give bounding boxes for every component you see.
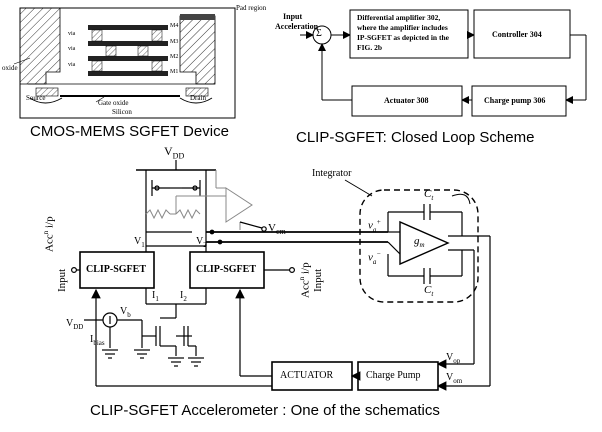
label-sum: Σ xyxy=(316,28,322,39)
label-drain: Drain xyxy=(190,94,206,102)
label-v2: V2 xyxy=(196,236,207,249)
label-controller: Controller 304 xyxy=(492,30,542,39)
label-vop: Vop xyxy=(446,352,461,365)
label-input-right: Input xyxy=(312,268,324,292)
label-clip-left: CLIP-SGFET xyxy=(86,264,147,275)
actuator-block xyxy=(351,85,463,117)
label-actuator-box: ACTUATOR xyxy=(280,370,334,381)
label-v1: V1 xyxy=(134,236,145,249)
controller-block xyxy=(473,9,571,59)
diff-amp-line-1: Differential amplifier 302, xyxy=(357,13,441,22)
diff-amp-line-4: FIG. 2b xyxy=(357,43,383,52)
label-source: Source xyxy=(26,94,46,102)
label-vb: Vb xyxy=(120,306,131,319)
label-input-left: Input xyxy=(56,268,68,292)
label-vom: Vom xyxy=(446,372,463,385)
label-ct-bot: Ct xyxy=(424,284,434,299)
label-m1: M1 xyxy=(170,69,179,75)
label-vdd: VDD xyxy=(164,144,185,161)
label-integrator: Integrator xyxy=(312,168,352,179)
caption-accelerometer: CLIP-SGFET Accelerometer : One of the sc… xyxy=(90,402,440,419)
diff-amp-line-3: IP-SGFET as depicted in the xyxy=(357,33,449,42)
label-clip-right: CLIP-SGFET xyxy=(196,264,257,275)
label-m2: M2 xyxy=(170,54,179,60)
label-m3: M3 xyxy=(170,39,179,45)
charge-pump-block xyxy=(471,85,567,117)
label-oxide: oxide xyxy=(2,64,18,72)
clip-sgfet-left-box xyxy=(79,251,155,289)
label-acc-left: Accn i/p xyxy=(42,216,56,252)
closed-loop-diagram xyxy=(300,9,587,117)
label-gate-oxide: Gate oxide xyxy=(98,99,129,107)
clip-sgfet-right-box xyxy=(189,251,265,289)
label-via-1: via xyxy=(68,31,76,37)
label-va-plus: va+ xyxy=(368,218,382,234)
label-charge-pump: Charge pump 306 xyxy=(484,96,546,105)
label-via-2: via xyxy=(68,46,76,52)
label-ct-top: Ct xyxy=(424,188,434,203)
opamp xyxy=(399,220,450,266)
label-charge-pump-box: Charge Pump xyxy=(366,370,421,381)
label-gm: gm xyxy=(414,235,425,250)
label-i2: I2 xyxy=(180,290,187,303)
label-vdd-bias: VDD xyxy=(66,318,84,331)
label-vcm: Vcm xyxy=(268,222,286,237)
oxide-left xyxy=(19,7,61,85)
accelerometer-schematic xyxy=(70,160,491,391)
label-via-3: via xyxy=(68,62,76,68)
metal-stack xyxy=(88,25,168,76)
label-input-1: Input xyxy=(283,12,303,21)
label-pad-region: Pad region xyxy=(236,4,267,12)
label-actuator: Actuator 308 xyxy=(384,96,429,105)
label-va-minus: va− xyxy=(368,250,382,266)
actuator-box xyxy=(271,361,353,391)
label-m4: M4 xyxy=(170,23,179,29)
label-input-2: Acceleration xyxy=(275,22,319,31)
caption-loop: CLIP-SGFET: Closed Loop Scheme xyxy=(296,129,535,146)
diff-amp-line-2: where the amplifier includes xyxy=(357,23,448,32)
label-i1: I1 xyxy=(152,290,159,303)
ground-symbols xyxy=(102,349,204,367)
device-cross-section xyxy=(13,7,236,119)
diff-amp-block xyxy=(349,9,469,59)
label-silicon: Silicon xyxy=(112,108,132,116)
integrator-region xyxy=(359,189,479,303)
label-ibias: Ibias xyxy=(90,334,105,347)
caption-device: CMOS-MEMS SGFET Device xyxy=(30,123,229,140)
label-acc-right: Accn i/p xyxy=(298,262,312,298)
pad-metal xyxy=(180,14,215,20)
